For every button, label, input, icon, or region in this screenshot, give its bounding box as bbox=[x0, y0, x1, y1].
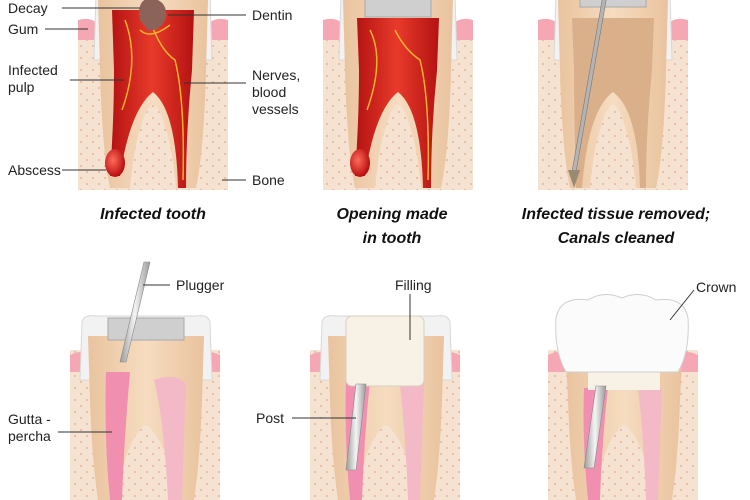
label-post: Post bbox=[256, 410, 285, 426]
nerve-lines bbox=[121, 19, 185, 181]
bone-inner bbox=[366, 424, 406, 500]
label-decay: Decay bbox=[8, 0, 48, 16]
canal-right bbox=[638, 388, 662, 500]
decay-spot bbox=[139, 0, 167, 31]
label-abscess: Abscess bbox=[8, 162, 61, 178]
post bbox=[583, 385, 607, 469]
canal-right bbox=[400, 384, 424, 500]
filling-material bbox=[345, 315, 425, 387]
gum bbox=[538, 18, 688, 40]
bone-inner bbox=[377, 104, 419, 190]
label-gum: Gum bbox=[8, 21, 39, 37]
label-infected-pulp-line1: Infected bbox=[8, 62, 58, 78]
gum bbox=[78, 18, 228, 40]
label-crown: Crown bbox=[696, 279, 737, 295]
infected-pulp bbox=[355, 18, 439, 188]
label-infected-pulp-line2: pulp bbox=[8, 79, 35, 95]
infected-pulp bbox=[110, 10, 194, 188]
label-gutta-line2: percha bbox=[8, 428, 51, 444]
leader-lines-tooth-4 bbox=[58, 284, 170, 433]
bone-inner bbox=[604, 424, 644, 500]
caption-infected-tooth: Infected tooth bbox=[53, 203, 253, 227]
label-infected-pulp: Infected pulp bbox=[8, 62, 58, 96]
leader-lines-tooth-1 bbox=[45, 7, 246, 181]
caption-3-line2: Canals cleaned bbox=[557, 230, 675, 247]
drill-opening bbox=[579, 0, 647, 8]
leader-lines-tooth-5 bbox=[292, 294, 411, 419]
label-dentin: Dentin bbox=[252, 7, 293, 23]
label-filling: Filling bbox=[395, 277, 432, 293]
tooth-cleaned bbox=[538, 0, 688, 190]
file-tip bbox=[568, 170, 580, 188]
caption-2-line2: in tooth bbox=[362, 230, 422, 247]
abscess bbox=[105, 149, 125, 177]
label-bone: Bone bbox=[252, 172, 285, 188]
drill-opening bbox=[364, 0, 432, 18]
opening-rim bbox=[107, 317, 185, 341]
caption-3-line1: Infected tissue removed; bbox=[521, 206, 711, 223]
label-nerves-blood-vessels: Nerves, blood vessels bbox=[252, 67, 300, 118]
nerve-lines bbox=[366, 29, 430, 181]
gum bbox=[323, 18, 473, 40]
bone-inner bbox=[132, 104, 174, 190]
label-gutta-percha: Gutta - percha bbox=[8, 411, 51, 445]
tooth-plugger bbox=[70, 261, 220, 500]
label-nerves-line1: Nerves, bbox=[252, 67, 301, 83]
tooth-filled bbox=[310, 315, 460, 500]
label-nerves-line3: vessels bbox=[252, 101, 299, 117]
caption-1-line1: Infected tooth bbox=[100, 206, 206, 223]
canal-right bbox=[154, 376, 186, 500]
plugger-instrument bbox=[119, 261, 151, 363]
bone-inner bbox=[126, 424, 166, 500]
caption-2-line1: Opening made bbox=[336, 206, 448, 223]
tooth-crowned bbox=[548, 294, 698, 500]
canal-left bbox=[105, 372, 130, 500]
label-plugger: Plugger bbox=[176, 277, 225, 293]
label-gutta-line1: Gutta - bbox=[8, 411, 51, 427]
leader-lines-tooth-6 bbox=[669, 289, 695, 321]
core-filling bbox=[588, 370, 660, 390]
label-nerves-line2: blood bbox=[252, 84, 287, 100]
caption-opening-made: Opening made in tooth bbox=[292, 203, 492, 251]
tooth-infected bbox=[78, 0, 228, 190]
caption-canals-cleaned: Infected tissue removed; Canals cleaned bbox=[498, 203, 734, 251]
tooth-opened bbox=[323, 0, 473, 190]
abscess bbox=[350, 149, 370, 177]
bone-inner bbox=[592, 104, 634, 190]
post bbox=[345, 383, 367, 471]
crown-cap bbox=[555, 294, 689, 373]
